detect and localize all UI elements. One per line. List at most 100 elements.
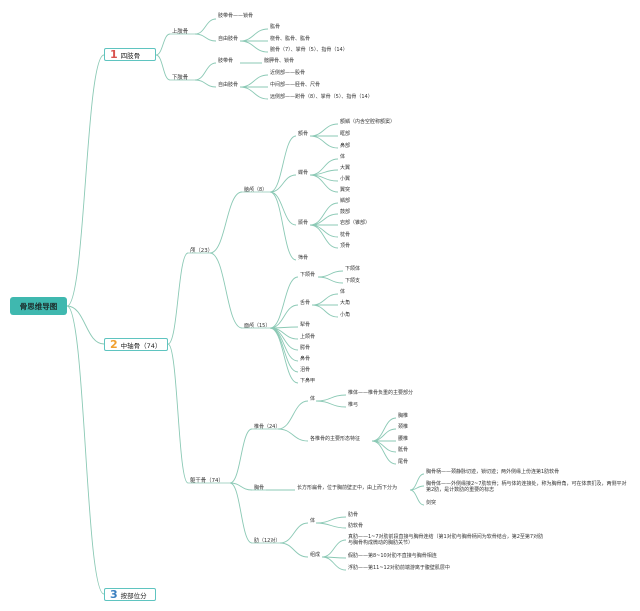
connector-line: [371, 440, 397, 465]
connector-line: [269, 135, 297, 193]
leaf-temporal-2[interactable]: 鼓部: [340, 209, 351, 215]
leaf-vert-type-2[interactable]: 颈椎: [398, 424, 409, 430]
leaf-lower-girdle[interactable]: 髋胛骨、锁骨: [264, 58, 295, 64]
node-skull[interactable]: 颅（23）: [190, 248, 214, 254]
node-facial[interactable]: 面颅（15）: [244, 323, 271, 329]
connector-line: [315, 522, 347, 529]
node-temporal[interactable]: 颞骨: [298, 220, 309, 226]
connector-line: [277, 400, 309, 430]
leaf-facial-5[interactable]: 泪骨: [300, 367, 311, 373]
leaf-frontal-1[interactable]: 额鳞（内含空腔称额窦）: [340, 119, 396, 125]
leaf-vert-type-4[interactable]: 骶骨: [398, 447, 409, 453]
node-ethmoid[interactable]: 筛骨: [298, 255, 309, 261]
root-label: 骨思维导图: [19, 301, 58, 311]
leaf-facial-4[interactable]: 鼻骨: [300, 356, 311, 362]
leaf-facial-1[interactable]: 犁骨: [300, 322, 311, 328]
leaf-sternum-2[interactable]: 胸骨体——外侧缘接2~7肋软骨；柄与体的连接处，称为胸骨角，可在体表扪及，两侧平…: [426, 481, 627, 493]
leaf-vert-type-5[interactable]: 尾骨: [398, 459, 409, 465]
leaf-sphenoid-3[interactable]: 小翼: [340, 176, 351, 182]
connector-line: [317, 276, 344, 284]
leaf-mandible-2[interactable]: 下颌支: [345, 278, 361, 284]
leaf-sphenoid-1[interactable]: 体: [340, 154, 346, 160]
connector-line: [269, 276, 299, 329]
connector-line: [279, 542, 309, 558]
leaf-rib-body-2[interactable]: 肋软骨: [348, 523, 364, 529]
leaf-hyoid-1[interactable]: 体: [340, 289, 346, 295]
leaf-upper-free-3[interactable]: 腕骨（7）、掌骨（5）、指骨（14）: [270, 47, 348, 53]
node-lower-girdle[interactable]: 肢带骨: [218, 58, 234, 64]
leaf-facial-2[interactable]: 上颌骨: [300, 334, 316, 340]
node-ribs[interactable]: 肋（12对）: [254, 538, 281, 544]
branch-label: 中轴骨（74）: [120, 341, 162, 350]
branch-limbs[interactable]: 1 四肢骨: [104, 48, 156, 61]
leaf-temporal-4[interactable]: 枕骨: [340, 232, 351, 238]
node-hyoid[interactable]: 舌骨: [300, 300, 311, 306]
connector-line: [167, 343, 189, 484]
connector-line: [269, 304, 299, 329]
root-node[interactable]: 骨思维导图: [10, 297, 67, 315]
leaf-vert-type-3[interactable]: 腰椎: [398, 436, 409, 442]
connector-line: [279, 522, 309, 544]
connector-line: [409, 485, 425, 491]
leaf-mandible-1[interactable]: 下颌体: [345, 266, 361, 272]
connector-line: [315, 394, 347, 402]
node-upper-girdle[interactable]: 肢带骨——锁骨: [218, 13, 254, 19]
leaf-hyoid-3[interactable]: 小角: [340, 312, 351, 318]
leaf-lower-free-1[interactable]: 近侧部——股骨: [270, 70, 306, 76]
connector-line: [209, 252, 243, 329]
connector-line: [269, 327, 299, 384]
branch-axial[interactable]: 2 中轴骨（74）: [104, 338, 168, 351]
leaf-lower-free-3[interactable]: 远侧部——跗骨（8）、掌骨（5）、指骨（14）: [270, 94, 373, 100]
branch-label: 按部位分: [120, 591, 147, 600]
node-vert-body[interactable]: 体: [310, 396, 316, 402]
node-frontal[interactable]: 额骨: [298, 131, 309, 137]
leaf-frontal-2[interactable]: 眶部: [340, 131, 351, 137]
leaf-upper-free-1[interactable]: 肱骨: [270, 24, 281, 30]
node-rib-composition[interactable]: 组成: [310, 552, 321, 558]
node-trunk[interactable]: 躯干骨（74）: [190, 478, 224, 484]
branch-number: 3: [110, 588, 118, 601]
leaf-sphenoid-4[interactable]: 翼突: [340, 187, 351, 193]
connector-root-axial: [66, 305, 105, 345]
node-vert-features[interactable]: 各椎骨的主要形态特征: [310, 436, 361, 442]
node-mandible[interactable]: 下颌骨: [300, 272, 316, 278]
leaf-sternum-3[interactable]: 剑突: [426, 500, 437, 506]
leaf-temporal-1[interactable]: 鳞部: [340, 198, 351, 204]
node-sternum[interactable]: 胸骨: [254, 485, 265, 491]
leaf-sternum-1[interactable]: 胸骨柄——颈静脉切迹，锁切迹；两外侧缘上份连第1肋软骨: [426, 469, 560, 475]
leaf-hyoid-2[interactable]: 大角: [340, 300, 351, 306]
leaf-vert-type-1[interactable]: 胸椎: [398, 413, 409, 419]
node-lower-limb[interactable]: 下肢骨: [172, 75, 189, 81]
connector-line: [229, 428, 253, 484]
leaf-temporal-3[interactable]: 岩部（锥部）: [340, 220, 371, 226]
connector-line: [209, 191, 243, 254]
node-vertebrae[interactable]: 椎骨（24）: [254, 424, 281, 430]
leaf-facial-6[interactable]: 下鼻甲: [300, 378, 316, 384]
leaf-frontal-3[interactable]: 鼻部: [340, 143, 351, 149]
node-upper-free[interactable]: 自由肢骨: [218, 36, 239, 42]
node-lower-free[interactable]: 自由肢骨: [218, 82, 239, 88]
branch-by-region[interactable]: 3 按部位分: [104, 588, 156, 601]
leaf-vert-arch[interactable]: 椎弓: [348, 402, 359, 408]
leaf-rib-type-1[interactable]: 真肋——1~7对肋前段直接与胸骨连结（第1对肋与胸骨柄间为软骨结合，第2至第7对…: [348, 534, 544, 546]
leaf-lower-free-2[interactable]: 中间部——胫骨、尺骨: [270, 82, 321, 88]
leaf-vert-body[interactable]: 椎体——椎骨负重的主要部分: [348, 390, 414, 396]
leaf-rib-type-3[interactable]: 浮肋——第11~12对肋前端游离于腹壁肌层中: [348, 565, 450, 571]
connector-root-limbs: [66, 54, 105, 307]
leaf-rib-type-2[interactable]: 假肋——第8~10对肋不直接与胸骨相连: [348, 553, 437, 559]
leaf-upper-free-2[interactable]: 桡骨、肱骨、肱骨: [270, 36, 311, 42]
node-cranial[interactable]: 脑颅（8）: [244, 187, 268, 193]
leaf-sphenoid-2[interactable]: 大翼: [340, 165, 351, 171]
leaf-temporal-5[interactable]: 顶骨: [340, 243, 351, 249]
node-rib-body[interactable]: 体: [310, 518, 316, 524]
node-upper-limb[interactable]: 上肢骨: [172, 29, 189, 35]
connector-line: [269, 191, 297, 261]
connector-line: [371, 440, 397, 453]
connector-line: [321, 556, 347, 571]
connector-line: [309, 123, 339, 137]
node-sternum-desc[interactable]: 长方形扁骨，位于胸前壁正中，由上而下分为: [297, 485, 398, 491]
node-sphenoid[interactable]: 蝶骨: [298, 170, 309, 176]
leaf-facial-3[interactable]: 腭骨: [300, 345, 311, 351]
connector-line: [194, 33, 217, 42]
leaf-rib-body-1[interactable]: 肋骨: [348, 512, 359, 518]
